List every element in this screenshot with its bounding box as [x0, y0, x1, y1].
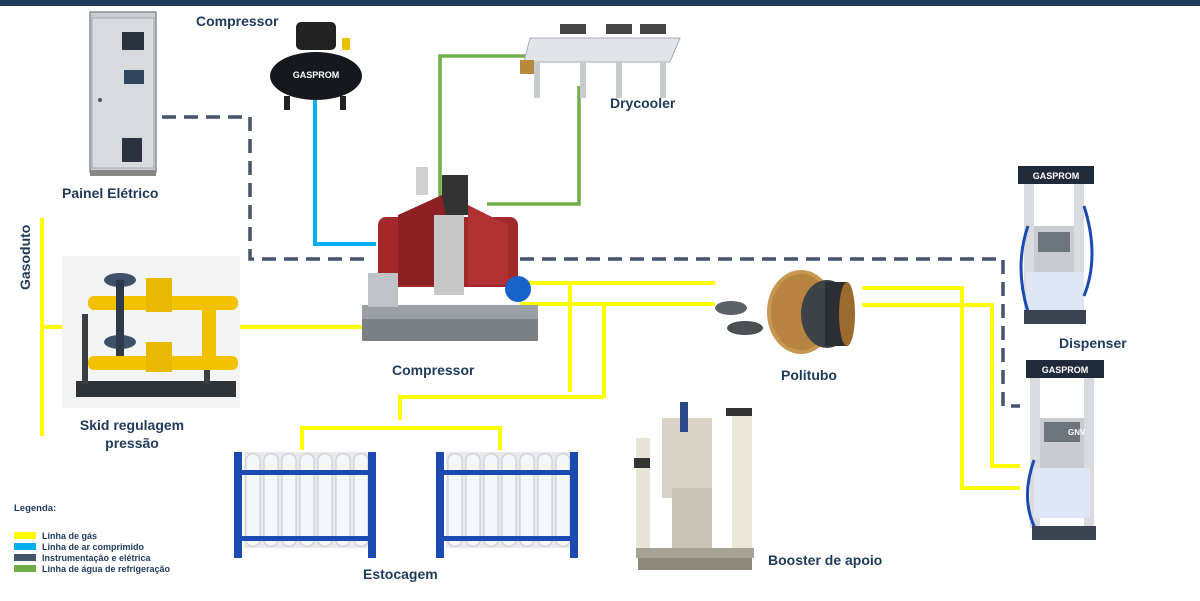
- storage-rack-2: [436, 448, 578, 562]
- legend-swatch-air: [14, 543, 36, 550]
- brand-text: GASPROM: [1042, 365, 1089, 375]
- legend-item: Instrumentação e elétrica: [14, 552, 170, 563]
- dispenser-label: Dispenser: [1059, 335, 1127, 351]
- water-line-return: [487, 86, 581, 206]
- legend-item: Linha de gás: [14, 530, 170, 541]
- politubo-to-dispenser2-b: [862, 303, 1020, 468]
- drycooler-unit: [520, 22, 685, 100]
- legend-swatch-water: [14, 565, 36, 572]
- gasoduto-label: Gasoduto: [17, 224, 33, 290]
- main-compressor-label: Compressor: [392, 362, 475, 378]
- dispenser-unit-1: GASPROM: [1010, 166, 1100, 326]
- water-line-supply: [438, 54, 530, 205]
- storage-label: Estocagem: [363, 566, 438, 582]
- legend-item: Linha de ar comprimido: [14, 541, 170, 552]
- air-compressor-label: Compressor: [196, 13, 279, 29]
- politubo-reel: [715, 268, 855, 360]
- storage-rack-1: [234, 448, 376, 562]
- gnv-label: GNV: [1068, 428, 1086, 437]
- brand-text: GASPROM: [293, 70, 340, 80]
- legend-label: Linha de ar comprimido: [42, 541, 145, 552]
- drycooler-label: Drycooler: [610, 95, 676, 111]
- booster-label: Booster de apoio: [768, 552, 883, 568]
- legend-swatch-electric: [14, 554, 36, 561]
- pressure-regulation-skid: [62, 256, 240, 408]
- legend-label: Instrumentação e elétrica: [42, 552, 151, 563]
- main-compressor: [358, 165, 542, 347]
- skid-label-line2: pressão: [105, 435, 159, 451]
- legend-item: Linha de água de refrigeração: [14, 563, 170, 574]
- legend-label: Linha de água de refrigeração: [42, 563, 171, 574]
- top-bar: [0, 0, 1200, 6]
- legend-label: Linha de gás: [42, 530, 98, 541]
- storage-header: [398, 395, 604, 420]
- electric-dispenser-line: [520, 257, 1020, 408]
- skid-label: Skid regulagem pressão: [76, 416, 188, 452]
- legend-title: Legenda:: [14, 503, 57, 514]
- air-compressor: GASPROM: [268, 22, 364, 112]
- politubo-label: Politubo: [781, 367, 837, 383]
- legend: Legenda: Linha de gás Linha de ar compri…: [14, 503, 170, 574]
- politubo-to-dispenser2-a: [862, 286, 1020, 490]
- booster-unit: [632, 398, 758, 574]
- storage-branch: [300, 426, 502, 450]
- electric-panel-line: [162, 115, 372, 261]
- legend-swatch-gas: [14, 532, 36, 539]
- skid-label-line1: Skid regulagem: [79, 417, 185, 433]
- dispenser-unit-2: GASPROM GNV: [1020, 360, 1108, 542]
- water-lines: [438, 54, 581, 206]
- electrical-panel: [88, 10, 160, 178]
- brand-text: GASPROM: [1033, 171, 1080, 181]
- air-line: [313, 97, 376, 246]
- electric-lines: [162, 115, 1020, 408]
- gas-lines: [40, 218, 1020, 490]
- electrical-panel-label: Painel Elétrico: [62, 185, 159, 201]
